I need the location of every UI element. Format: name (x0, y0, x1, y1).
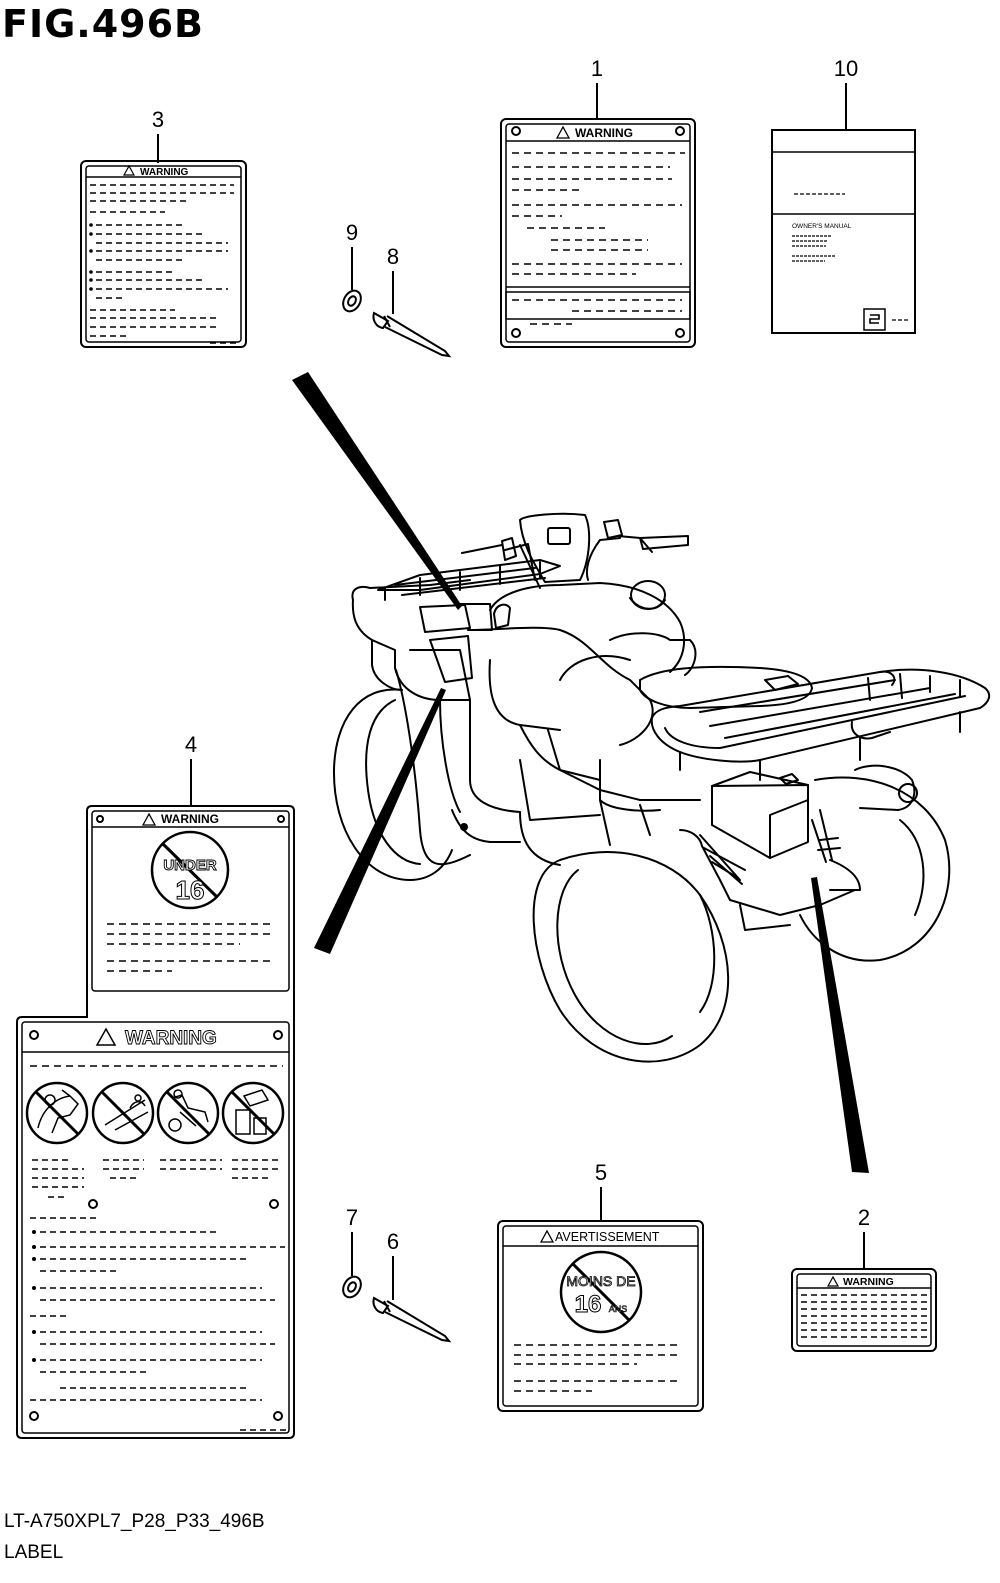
no-public-road-icon (156, 1081, 220, 1145)
figure-title: FIG.496B (2, 2, 205, 46)
callout-5: 5 (595, 1160, 607, 1222)
under-text: UNDER (163, 857, 217, 874)
atv-illustration (332, 512, 991, 1063)
text-placeholder-lines (514, 1344, 682, 1392)
model-code: LT-A750XPL7_P28_P33_496B (4, 1511, 265, 1532)
callout-10: 10 (834, 56, 858, 130)
text-placeholder-lines (512, 152, 685, 325)
callout-number: 8 (387, 244, 399, 269)
leader-wedges (292, 372, 869, 1173)
callout-8: 8 (387, 244, 399, 314)
callout-number: 10 (834, 56, 858, 81)
warning-heading: WARNING (575, 126, 633, 140)
text-placeholder-lines (801, 1294, 928, 1338)
no-passenger-icon (25, 1081, 89, 1145)
callout-1: 1 (591, 56, 603, 120)
moins-de-text: MOINS DE (566, 1273, 635, 1289)
moins-de-16-symbol: MOINS DE 16 ANS (559, 1250, 643, 1334)
text-placeholder-lines (30, 1159, 288, 1431)
callout-number: 9 (346, 220, 358, 245)
text-placeholder-lines (792, 235, 835, 262)
callout-number: 6 (387, 1229, 399, 1254)
warning-triangle-icon (95, 1027, 117, 1046)
callout-9: 9 (346, 220, 358, 290)
callout-number: 1 (591, 56, 603, 81)
callout-number: 5 (595, 1160, 607, 1185)
warning-heading: WARNING (125, 1028, 217, 1049)
warning-triangle-icon (555, 125, 571, 139)
warning-heading: WARNING (140, 167, 189, 178)
callout-3: 3 (152, 107, 164, 163)
warning-heading: WARNING (161, 812, 219, 826)
item-10-owners-manual: OWNER'S MANUAL (771, 129, 916, 334)
ans-text: ANS (609, 1304, 628, 1314)
text-placeholder-lines (90, 184, 240, 344)
callout-number: 7 (346, 1205, 358, 1230)
label-2-warning-decal: WARNING (791, 1268, 937, 1352)
under-16-symbol: UNDER 16 (150, 830, 230, 910)
callout-7: 7 (346, 1205, 358, 1276)
washer-7 (342, 1275, 362, 1299)
avertissement-heading: AVERTISSEMENT (555, 1230, 660, 1244)
rivet-6 (372, 1296, 452, 1343)
rivet-8 (372, 311, 452, 358)
washer-9 (342, 289, 362, 313)
callout-6: 6 (387, 1229, 399, 1300)
callout-number: 4 (185, 732, 197, 757)
label-3-warning-decal: WARNING (80, 160, 247, 348)
label-4-warning-decal: WARNING UNDER 16 (16, 805, 295, 1439)
callout-number: 3 (152, 107, 164, 132)
warning-triangle-icon (141, 812, 157, 826)
label-5-avertissement-decal: AVERTISSEMENT MOINS DE 16 ANS (497, 1220, 704, 1412)
manual-cover-title: OWNER'S MANUAL (792, 223, 852, 230)
label-1-warning-decal: WARNING (500, 118, 696, 348)
text-placeholder-lines (107, 923, 275, 972)
no-drugs-alcohol-icon (221, 1081, 285, 1145)
bullet-dots (32, 1230, 36, 1362)
figure-caption: LABEL (4, 1542, 64, 1563)
warning-heading: WARNING (843, 1276, 894, 1288)
callout-2: 2 (858, 1205, 870, 1270)
age-text: 16 (575, 1291, 602, 1318)
warning-triangle-icon (826, 1275, 840, 1287)
callout-number: 2 (858, 1205, 870, 1230)
warning-triangle-icon (122, 164, 136, 176)
age-text: 16 (176, 875, 205, 905)
warning-triangle-icon (539, 1229, 555, 1243)
suzuki-logo-icon (869, 314, 880, 324)
bullet-dots (89, 223, 93, 291)
no-pavement-riding-icon (91, 1081, 155, 1145)
callout-4: 4 (185, 732, 197, 807)
